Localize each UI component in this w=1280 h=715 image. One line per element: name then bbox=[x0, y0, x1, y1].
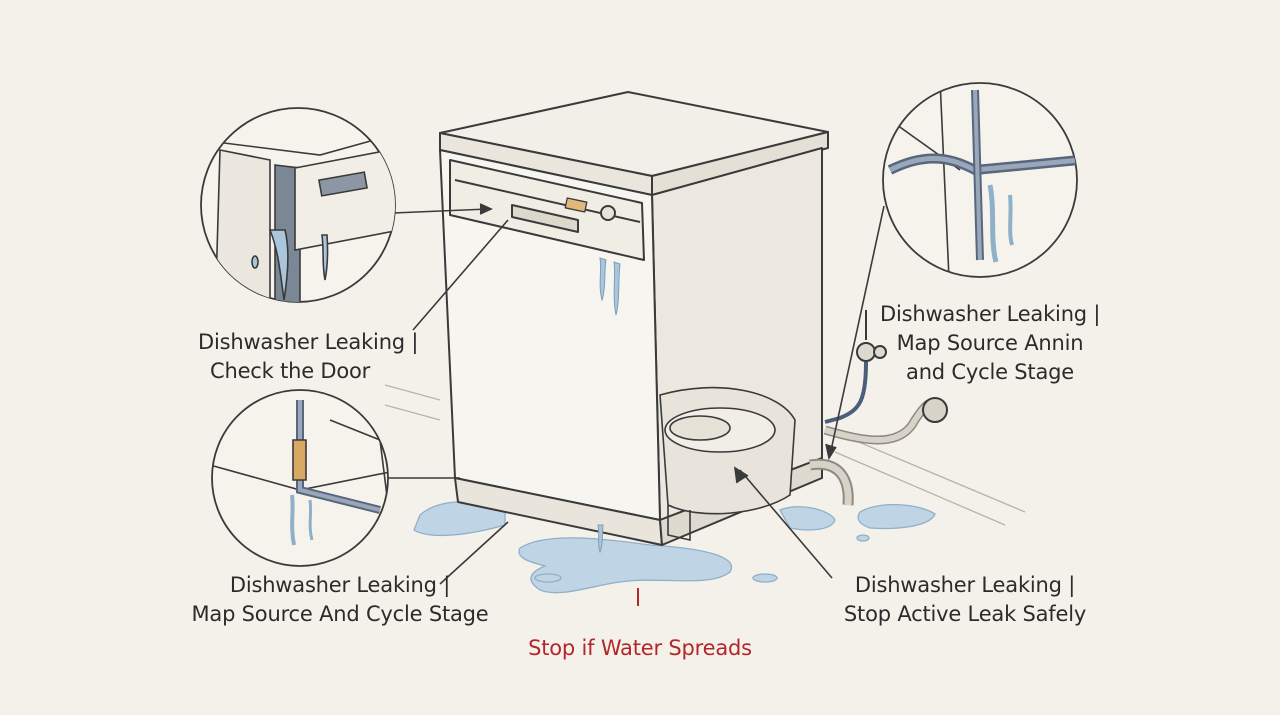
label-map-source-inlet: Dishwasher Leaking | Map Source Annin an… bbox=[880, 300, 1100, 387]
callout-door bbox=[200, 107, 396, 303]
hoses bbox=[809, 310, 948, 506]
label-map-source-inlet-line3: and Cycle Stage bbox=[906, 360, 1074, 384]
drips bbox=[597, 257, 621, 554]
callout-seal bbox=[211, 389, 389, 567]
label-check-door-line1: Dishwasher Leaking | bbox=[198, 330, 419, 354]
label-map-source-inlet-line1: Dishwasher Leaking | bbox=[880, 302, 1101, 326]
sump-basin bbox=[659, 386, 796, 542]
label-map-source-seal-line1: Dishwasher Leaking | bbox=[229, 573, 451, 597]
dishwasher-body bbox=[439, 91, 829, 546]
label-stop-active-leak-line2: Stop Active Leak Safely bbox=[843, 602, 1087, 626]
label-map-source-inlet-line2: Map Source Annin bbox=[896, 331, 1084, 355]
water-puddle bbox=[413, 501, 936, 594]
label-map-source-seal: Dishwasher Leaking | Map Source And Cycl… bbox=[190, 571, 490, 629]
label-check-door-line2: Check the Door bbox=[210, 359, 371, 383]
label-stop-active-leak: Dishwasher Leaking | Stop Active Leak Sa… bbox=[835, 571, 1095, 629]
label-stop-active-leak-line1: Dishwasher Leaking | bbox=[854, 573, 1076, 597]
warning-label: Stop if Water Spreads bbox=[528, 636, 752, 660]
label-map-source-seal-line2: Map Source And Cycle Stage bbox=[191, 602, 489, 626]
room-lines bbox=[384, 384, 1026, 526]
pointer-lines bbox=[386, 203, 885, 606]
callout-inlet bbox=[882, 82, 1078, 278]
label-check-door: Dishwasher Leaking | Check the Door bbox=[198, 328, 418, 386]
